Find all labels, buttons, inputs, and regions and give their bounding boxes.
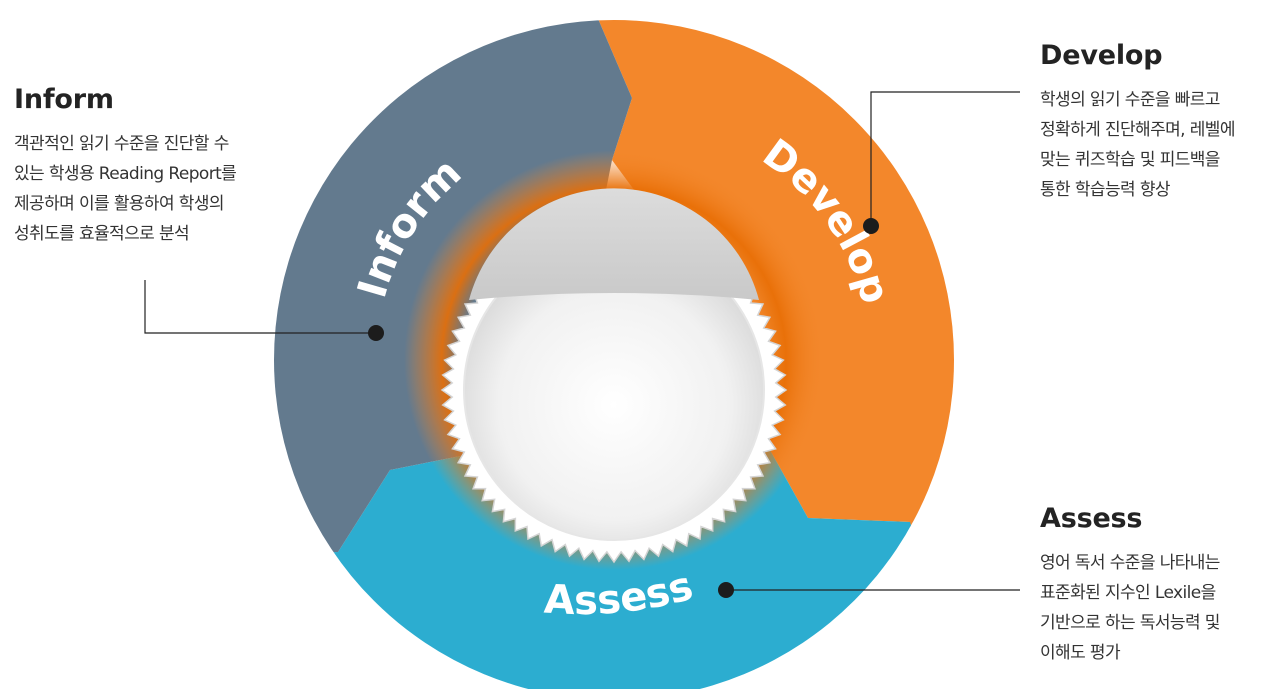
connector-dot-develop <box>863 218 879 234</box>
connector-develop <box>870 91 1020 226</box>
callout-assess-title: Assess <box>1040 503 1143 534</box>
callout-develop-line: 맞는 퀴즈학습 및 피드백을 <box>1040 150 1220 170</box>
dial-highlight <box>469 188 759 300</box>
callout-develop-line: 학생의 읽기 수준을 빠르고 <box>1040 90 1220 110</box>
callout-inform-text: 객관적인 읽기 수준을 진단할 수 있는 학생용 Reading Report를… <box>14 129 304 249</box>
callout-assess-line: 기반으로 하는 독서능력 및 <box>1040 613 1220 633</box>
callout-assess-line: 이해도 평가 <box>1040 643 1121 663</box>
callout-inform-line: 성취도를 효율적으로 분석 <box>14 224 190 244</box>
callout-develop: Develop 학생의 읽기 수준을 빠르고 정확하게 진단해주며, 레벨에 맞… <box>1040 40 1280 205</box>
callout-assess-text: 영어 독서 수준을 나타내는 표준화된 지수인 Lexile을 기반으로 하는 … <box>1040 548 1280 668</box>
callout-develop-title: Develop <box>1040 40 1163 71</box>
callout-develop-text: 학생의 읽기 수준을 빠르고 정확하게 진단해주며, 레벨에 맞는 퀴즈학습 및… <box>1040 85 1280 205</box>
connector-dot-assess <box>718 582 734 598</box>
callout-inform-line: 제공하며 이를 활용하여 학생의 <box>14 194 225 214</box>
callout-assess-line: 표준화된 지수인 Lexile을 <box>1040 583 1216 603</box>
connector-dot-inform <box>368 325 384 341</box>
callout-develop-line: 정확하게 진단해주며, 레벨에 <box>1040 120 1236 140</box>
callout-inform-line: 객관적인 읽기 수준을 진단할 수 <box>14 134 229 154</box>
center-dial <box>440 188 788 564</box>
callout-inform-line: 있는 학생용 Reading Report를 <box>14 164 237 184</box>
connectors <box>144 91 1020 591</box>
callout-develop-line: 통한 학습능력 향상 <box>1040 180 1171 200</box>
callout-inform-title: Inform <box>14 84 114 115</box>
connector-inform <box>144 280 376 334</box>
callout-inform: Inform 객관적인 읽기 수준을 진단할 수 있는 학생용 Reading … <box>14 84 304 249</box>
segment-develop <box>590 20 954 689</box>
callout-assess-line: 영어 독서 수준을 나타내는 <box>1040 553 1220 573</box>
callout-assess: Assess 영어 독서 수준을 나타내는 표준화된 지수인 Lexile을 기… <box>1040 503 1280 668</box>
